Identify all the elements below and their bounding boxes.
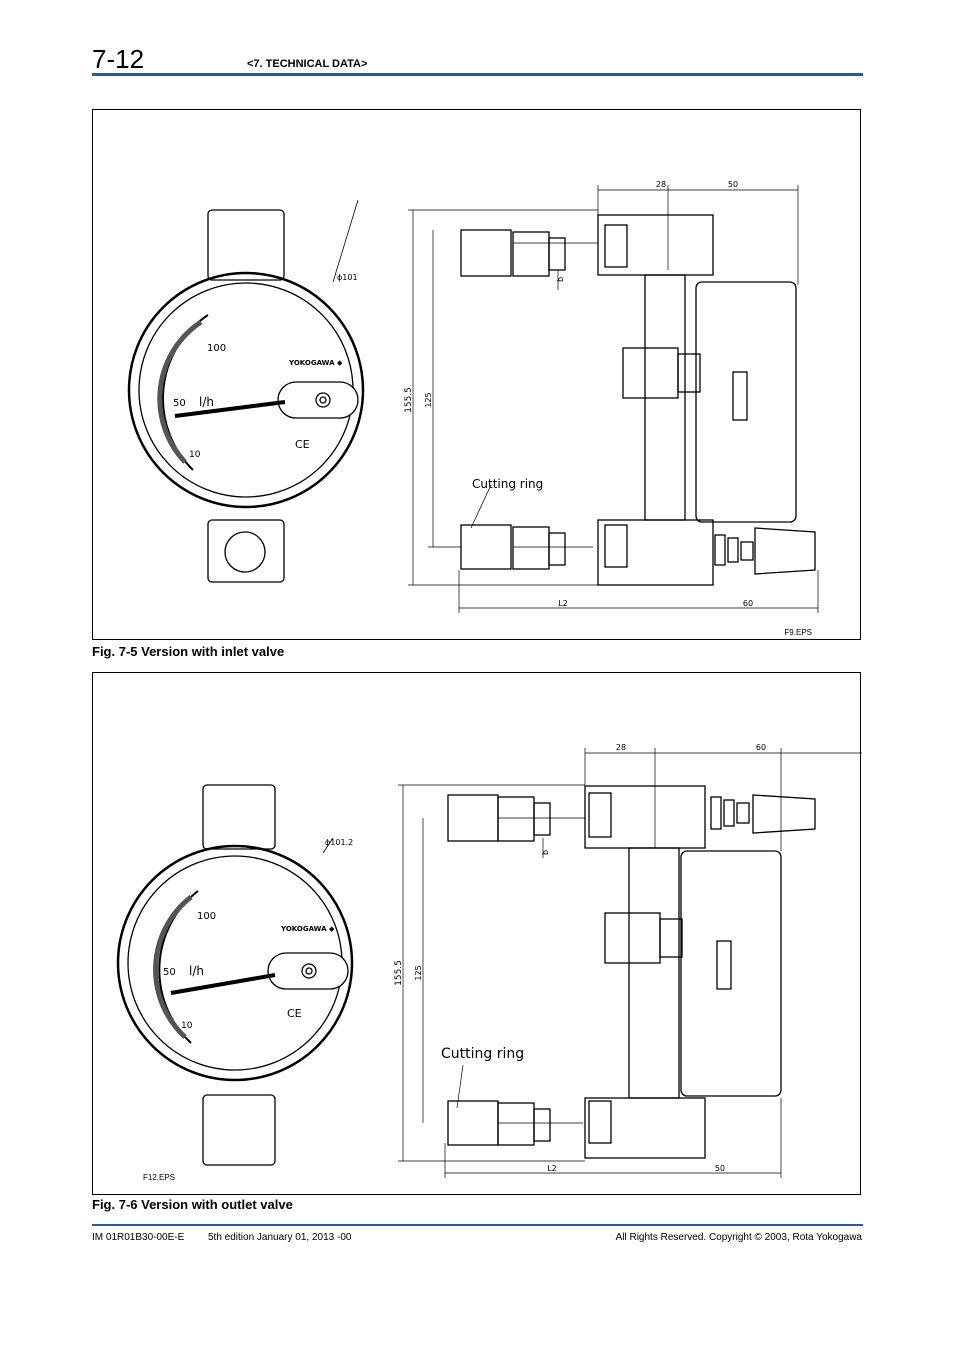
figure-file-label: F9.EPS	[784, 628, 812, 637]
dim-b: b	[541, 850, 550, 855]
cutting-ring-callout: Cutting ring	[472, 477, 543, 491]
scale-top: 100	[197, 911, 216, 922]
dim-height-total: 155.5	[394, 960, 404, 986]
dim-height-inner: 125	[424, 392, 433, 407]
scale-low: 10	[189, 450, 201, 460]
figure-7-6-caption: Fig. 7-6 Version with outlet valve	[92, 1197, 293, 1212]
dim-bottom-a: L2	[558, 599, 568, 608]
header-rule	[92, 73, 863, 76]
dim-bottom-a: L2	[547, 1164, 557, 1173]
edition: 5th edition January 01, 2013 -00	[208, 1232, 352, 1243]
page-number: 7-12	[92, 44, 145, 74]
cutting-ring-callout: Cutting ring	[441, 1046, 524, 1062]
doc-id: IM 01R01B30-00E-E	[92, 1232, 185, 1243]
dim-top-a: 28	[616, 743, 626, 752]
figure-7-6-drawing: 28 60 L2 50 155.5 125 b ϕ101.2 100 50 l/…	[116, 743, 862, 1178]
figure-7-5-drawing: 28 50 L2 60 155.5 125 b ϕ101 100 50 l/h …	[127, 180, 819, 613]
figure-7-6-frame: 28 60 L2 50 155.5 125 b ϕ101.2 100 50 l/…	[92, 672, 862, 1195]
dim-top-b: 60	[756, 743, 766, 752]
scale-unit: l/h	[189, 964, 204, 978]
scale-mid: 50	[163, 967, 176, 978]
dim-diameter: ϕ101.2	[325, 838, 353, 847]
scale-unit: l/h	[199, 395, 214, 409]
dim-bottom-b: 50	[715, 1164, 725, 1173]
brand-label: YOKOGAWA ◆	[288, 359, 343, 367]
ce-mark: CE	[287, 1007, 302, 1020]
figure-7-5-frame: 28 50 L2 60 155.5 125 b ϕ101 100 50 l/h …	[92, 109, 861, 640]
figure-7-5-caption: Fig. 7-5 Version with inlet valve	[92, 644, 285, 659]
scale-low: 10	[181, 1021, 193, 1031]
brand-label: YOKOGAWA ◆	[280, 925, 335, 933]
dim-height-total: 155.5	[404, 387, 414, 413]
dim-height-inner: 125	[414, 965, 423, 980]
dim-diameter: ϕ101	[337, 273, 358, 282]
footer-rule	[92, 1224, 863, 1226]
copyright: All Rights Reserved. Copyright © 2003, R…	[615, 1232, 862, 1243]
dim-b: b	[556, 277, 565, 282]
scale-mid: 50	[173, 398, 186, 409]
scale-top: 100	[207, 343, 226, 354]
ce-mark: CE	[295, 438, 310, 451]
section-title: <7. TECHNICAL DATA>	[247, 58, 368, 70]
figure-file-label: F12.EPS	[143, 1173, 176, 1182]
dim-top-b: 50	[728, 180, 738, 189]
dim-bottom-b: 60	[743, 599, 753, 608]
dim-top-a: 28	[656, 180, 666, 189]
